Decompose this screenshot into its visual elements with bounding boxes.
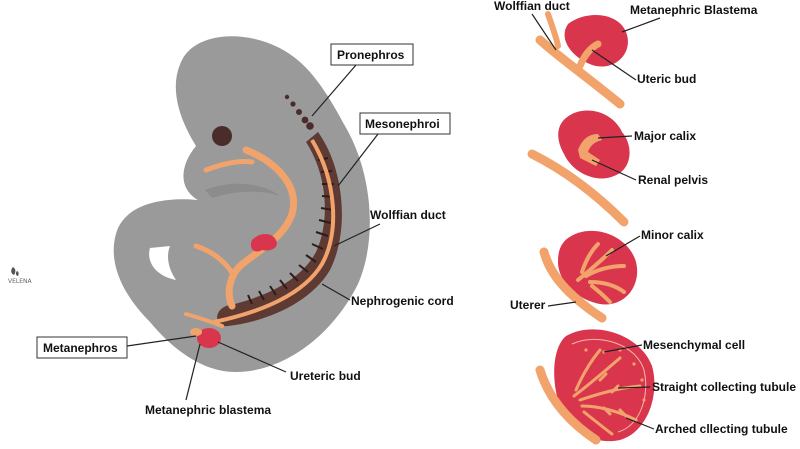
metanephros-box [36,336,128,359]
label-pronephros: Pronephros [311,43,414,117]
mesonephroi-box [359,112,451,135]
ureteric-bud-label: Ureteric bud [290,369,361,383]
metanephros-label: Metanephros [43,341,118,355]
label-mesonephroi: Mesonephroi [337,112,451,187]
kidney-stage-1: Wolffian duct Metanephric Blastema Uteri… [494,0,758,109]
stage1-bud [576,40,602,70]
stage4-straight-collecting-tubule-label: Straight collecting tubule [652,380,796,394]
stage1-wolffian-duct-label: Wolffian duct [494,0,570,13]
stage3-uterer-label: Uterer [510,298,546,312]
mesonephroi-label: Mesonephroi [365,117,440,131]
label-ureteric-bud: Ureteric bud [217,341,361,383]
metanephric-blastema-label: Metanephric blastema [145,403,271,417]
nephrogenic-cord-label: Nephrogenic cord [351,294,454,308]
stage2-major-calix-label: Major calix [634,129,696,143]
stage3-duct [539,247,607,323]
pronephros-box [330,43,414,66]
stage3-calices [576,242,626,304]
embryo-wolffian-duct-label: Wolffian duct [370,208,446,222]
leaf-logo-icon [11,267,19,276]
label-nephrogenic-cord: Nephrogenic cord [321,283,454,308]
stage1-tail [545,11,561,49]
stage1-duct [535,35,625,109]
embryo-inner-fold [205,183,280,198]
stage4-duct [535,365,601,445]
stage1-metanephric-blastema-label: Metanephric Blastema [630,3,758,17]
stage4-mesenchymal-cell-label: Mesenchymal cell [643,338,745,352]
embryo-metanephros [197,328,221,348]
kidney-stage-2: Major calix Renal pelvis [527,110,708,227]
velena-logo: VELENA [8,267,33,285]
pronephros-label: Pronephros [337,48,405,62]
embryo-fold-notch [149,246,176,280]
stage3-minor-calix-label: Minor calix [641,228,704,242]
embryo-illustration [113,36,370,372]
embryo-ureteric-bud-blob [190,328,202,336]
embryo-hindgut [184,312,224,328]
embryo-yolk-stalk [193,243,237,279]
pronephros-dots [284,94,314,130]
stage1-blastema [564,14,628,67]
label-embryo-wolffian-duct: Wolffian duct [333,208,446,247]
kidney-stage-3: Minor calix Uterer [510,228,704,323]
embryo-eye [212,126,232,146]
label-metanephric-blastema: Metanephric blastema [145,343,271,417]
kidney-stage-4: Mesenchymal cell Straight collecting tub… [535,329,796,445]
stage4-collecting-tubules [572,348,642,436]
stage2-duct [527,149,629,227]
stage4-kidney [554,329,655,442]
label-metanephros: Metanephros [36,335,197,359]
stage2-calix [578,134,602,166]
embryo-gut-tube [225,146,297,310]
embryo-heart [250,234,277,252]
stage1-uteric-bud-label: Uteric bud [637,72,696,86]
stage2-kidney [558,110,630,179]
embryo-foregut [203,159,255,173]
stage2-renal-pelvis-label: Renal pelvis [638,173,708,187]
stage4-arched-collecting-tubule-label: Arched cllecting tubule [655,422,788,436]
logo-text: VELENA [8,278,33,285]
embryo-wolffian-duct [213,138,336,324]
